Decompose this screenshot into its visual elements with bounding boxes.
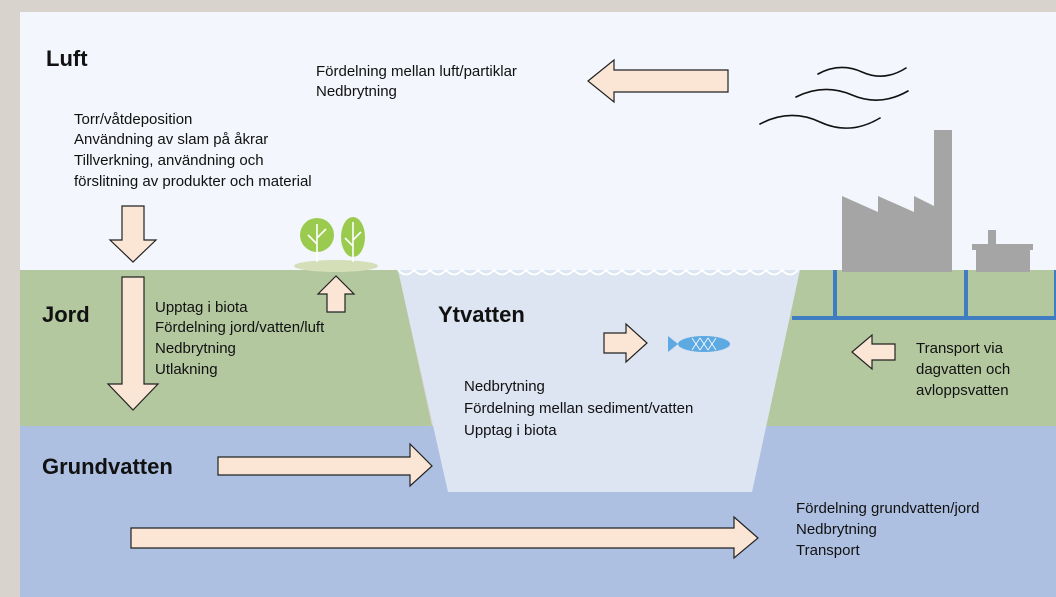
luft-process-line: Användning av slam på åkrar <box>74 131 269 148</box>
jord-process-line: Utlakning <box>155 361 218 378</box>
water-waves <box>397 268 799 276</box>
ytvatten-heading: Ytvatten <box>438 302 525 327</box>
pipe-icon <box>792 270 1056 320</box>
soil-zone-right <box>762 270 1056 426</box>
ytvatten-process-line: Nedbrytning <box>464 378 545 395</box>
luft-process-line: förslitning av produkter och material <box>74 173 312 190</box>
transport-line: dagvatten och <box>916 361 1011 378</box>
arrow-down-long <box>106 276 160 411</box>
grundvatten-heading: Grundvatten <box>42 454 173 479</box>
transport-line: Transport via <box>916 340 1003 357</box>
arrow-up-small <box>316 275 356 313</box>
arrow-down-small <box>108 205 158 263</box>
luft-process-line: Tillverkning, användning och <box>74 152 264 169</box>
house-icon <box>972 230 1033 272</box>
luft-air-line: Nedbrytning <box>316 83 397 100</box>
luft-air-line: Fördelning mellan luft/partiklar <box>316 63 517 80</box>
wind-icon <box>759 66 909 129</box>
ytvatten-process-line: Upptag i biota <box>464 422 557 439</box>
arrow-right-bottom <box>130 515 759 560</box>
surface-water-zone <box>398 270 800 492</box>
luft-process-line: Torr/våtdeposition <box>74 111 193 128</box>
grundvatten-process-line: Nedbrytning <box>796 521 877 538</box>
transport-line: avloppsvatten <box>916 382 1009 399</box>
fish-icon <box>668 336 730 352</box>
jord-process-line: Upptag i biota <box>155 299 248 316</box>
ytvatten-process-line: Fördelning mellan sediment/vatten <box>464 400 694 417</box>
grundvatten-process-line: Fördelning grundvatten/jord <box>796 500 980 517</box>
tree-icon <box>294 217 378 272</box>
luft-heading: Luft <box>46 46 88 71</box>
jord-process-line: Fördelning jord/vatten/luft <box>155 319 325 336</box>
factory-icon <box>842 130 952 272</box>
grundvatten-process-line: Transport <box>796 542 860 559</box>
arrow-left-right-side <box>851 333 896 371</box>
jord-heading: Jord <box>42 302 90 327</box>
jord-process-line: Nedbrytning <box>155 340 236 357</box>
arrow-right-groundwater <box>217 442 433 488</box>
arrow-left-top <box>587 58 729 104</box>
arrow-right-mid <box>603 322 648 364</box>
